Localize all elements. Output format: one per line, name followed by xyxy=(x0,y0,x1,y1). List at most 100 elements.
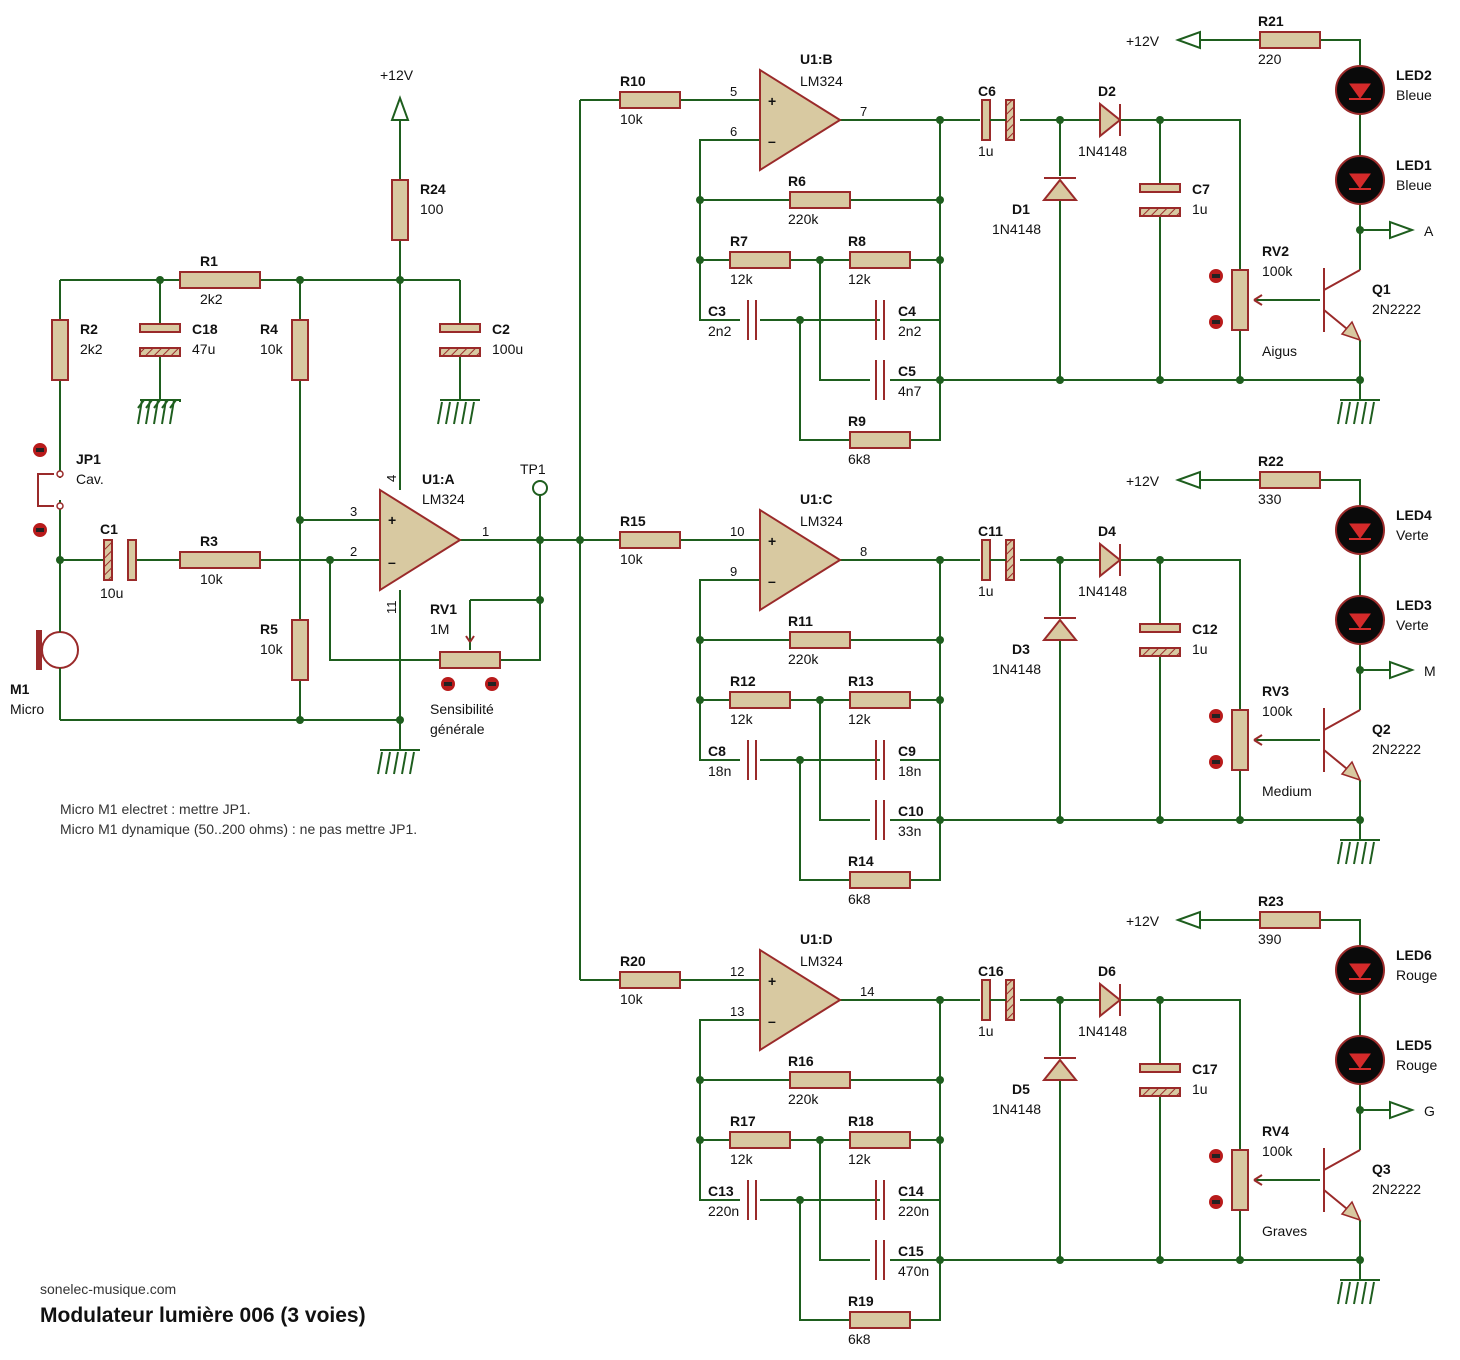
schematic-shape xyxy=(816,696,824,704)
schematic-shape xyxy=(1389,220,1415,240)
part-text-rin_val: 10k xyxy=(620,111,644,127)
part-text-ra_val: 12k xyxy=(730,271,754,287)
part-text-cc: C5 xyxy=(898,363,916,379)
schematic-shape xyxy=(875,1180,885,1220)
part-text-rv_val: 100k xyxy=(1262,263,1293,279)
schematic-shape xyxy=(696,696,704,704)
svg-text:+: + xyxy=(768,973,776,989)
opamp xyxy=(759,68,842,172)
part-text-cc_val: 470n xyxy=(898,1263,929,1279)
part-text-opamp_val: LM324 xyxy=(800,513,843,529)
schematic-shape xyxy=(1356,666,1364,674)
series-diode xyxy=(1099,541,1122,579)
schematic-shape xyxy=(1056,996,1064,1004)
schematic-shape xyxy=(1349,523,1371,539)
schematic-shape xyxy=(875,1240,885,1280)
part-text-opamp_val: LM324 xyxy=(800,953,843,969)
supply-label: +12V xyxy=(1126,33,1160,49)
schematic-shape xyxy=(1005,99,1015,141)
part-text-ca_val: 2n2 xyxy=(708,323,732,339)
part-value: 2k2 xyxy=(200,291,223,307)
R2-resistor xyxy=(51,319,69,381)
note-text: Micro M1 electret : mettre JP1. xyxy=(60,801,251,817)
schematic-shape xyxy=(936,1076,944,1084)
website-label: sonelec-musique.com xyxy=(40,1281,176,1297)
filter-resistor xyxy=(849,871,911,889)
pin-number: 1 xyxy=(482,524,489,539)
schematic-shape xyxy=(1389,1100,1415,1120)
part-text-dser_val: 1N4148 xyxy=(1078,143,1127,159)
input-resistor xyxy=(619,531,681,549)
schematic-shape xyxy=(1212,1200,1220,1204)
part-label: C1 xyxy=(100,521,118,537)
part-text-rb: R13 xyxy=(848,673,874,689)
svg-text:+: + xyxy=(768,93,776,109)
part-text-pin_in: 12 xyxy=(730,964,744,979)
schematic-shape xyxy=(1337,1281,1375,1305)
part-text-opamp: U1:D xyxy=(800,931,833,947)
schematic-shape xyxy=(875,740,885,780)
schematic-shape xyxy=(1175,30,1201,50)
coupling-capacitor xyxy=(981,99,991,141)
part-text-cst: C12 xyxy=(1192,621,1218,637)
schematic-shape xyxy=(1200,479,1361,506)
part-label: R1 xyxy=(200,253,218,269)
part-text-dser: D4 xyxy=(1098,523,1116,539)
feedback-resistor xyxy=(789,191,851,209)
schematic-shape xyxy=(1156,816,1164,824)
ground-symbol xyxy=(437,399,480,425)
part-text-cc_val: 33n xyxy=(898,823,921,839)
schematic-shape xyxy=(799,560,941,881)
part-text-cb: C4 xyxy=(898,303,916,319)
schematic-shape xyxy=(936,196,944,204)
part-text-rv_caption: Graves xyxy=(1262,1223,1307,1239)
schematic-shape xyxy=(1236,816,1244,824)
input-stage: + – +12V R1 2k2 R2 2k2 C18 47u R4 10k R2… xyxy=(10,67,584,1327)
part-value: 10k xyxy=(260,341,284,357)
part-text-opamp_val: LM324 xyxy=(800,73,843,89)
schematic-shape xyxy=(747,300,757,340)
part-text-q: Q3 xyxy=(1372,1161,1391,1177)
part-text-pin_fb: 9 xyxy=(730,564,737,579)
potentiometer xyxy=(1231,1149,1249,1211)
part-value: 100u xyxy=(492,341,523,357)
microphone-icon xyxy=(36,630,42,670)
part-text-rfb: R16 xyxy=(788,1053,814,1069)
schematic-shape xyxy=(840,119,1241,270)
schematic-shape xyxy=(696,1076,704,1084)
schematic-shape xyxy=(1212,760,1220,764)
schematic-shape xyxy=(796,1196,804,1204)
schematic-shape xyxy=(1212,274,1220,278)
schematic-shape xyxy=(1056,1256,1064,1264)
part-text-rled: R22 xyxy=(1258,453,1284,469)
schematic-shape xyxy=(796,756,804,764)
schematic-shape xyxy=(1156,556,1164,564)
part-text-rb: R8 xyxy=(848,233,866,249)
R3-resistor xyxy=(179,551,261,569)
schematic-shape xyxy=(936,556,944,564)
part-text-ledtop: LED6 xyxy=(1396,947,1432,963)
shunt-diode xyxy=(1041,178,1079,201)
svg-text:–: – xyxy=(768,1013,776,1029)
part-text-rc: R14 xyxy=(848,853,874,869)
part-value: 10u xyxy=(100,585,123,601)
filter-channels: + – xyxy=(580,13,1437,1347)
part-text-cc: C10 xyxy=(898,803,924,819)
schematic-shape xyxy=(696,636,704,644)
part-text-ca: C13 xyxy=(708,1183,734,1199)
schematic-shape xyxy=(1356,1106,1364,1114)
filter-resistor xyxy=(849,431,911,449)
filter-resistor xyxy=(849,251,911,269)
schematic-shape xyxy=(799,120,941,441)
part-text-ca: C3 xyxy=(708,303,726,319)
part-text-cout: C16 xyxy=(978,963,1004,979)
part-text-rv: RV2 xyxy=(1262,243,1289,259)
schematic-shape xyxy=(1139,1087,1181,1097)
storage-capacitor xyxy=(1139,1063,1181,1073)
channel-1: + – xyxy=(580,13,1434,467)
schematic-shape xyxy=(1337,841,1375,865)
schematic-shape xyxy=(1156,1256,1164,1264)
feedback-resistor xyxy=(789,631,851,649)
ground-symbol xyxy=(137,399,181,425)
svg-text:–: – xyxy=(768,133,776,149)
